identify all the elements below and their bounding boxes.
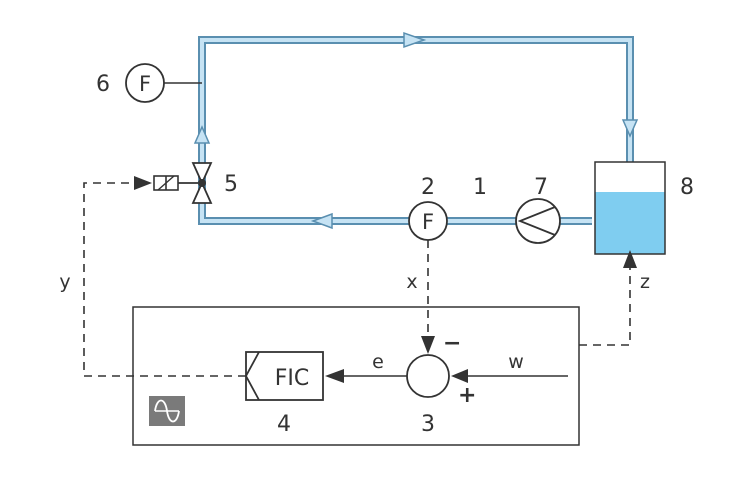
fic-block: FIC [244, 351, 324, 401]
label-4: 4 [277, 412, 291, 437]
z-arrowhead [623, 250, 637, 268]
flow-arrow-top [403, 31, 427, 49]
plus-sign: + [458, 383, 476, 408]
sine-wave-controller-icon [149, 396, 185, 426]
label-7: 7 [534, 175, 548, 200]
label-1: 1 [473, 175, 487, 200]
label-2: 2 [421, 175, 435, 200]
signal-lines [83, 182, 631, 377]
flow-arrow-right-down [621, 119, 639, 138]
flow-indicator-6: F [125, 63, 202, 103]
label-3: 3 [421, 412, 435, 437]
signal-arrowheads [134, 176, 637, 383]
label-6: 6 [96, 72, 110, 97]
e-arrowhead [325, 369, 344, 383]
summing-junction-icon [406, 354, 450, 398]
label-8: 8 [680, 175, 694, 200]
y-line [83, 182, 246, 377]
control-valve-icon [178, 162, 213, 204]
label-x: x [406, 271, 417, 293]
pipe-outline [198, 36, 634, 225]
label-e: e [372, 351, 384, 373]
minus-sign: − [443, 331, 461, 356]
z-line [579, 268, 631, 346]
flow-indicator-6-letter: F [139, 72, 151, 96]
pump-icon [515, 198, 561, 244]
flow-arrow-bottom-left [310, 212, 333, 230]
x-arrowhead [421, 336, 435, 354]
label-5: 5 [224, 172, 238, 197]
flow-sensor-2-letter: F [422, 210, 434, 234]
label-z: z [640, 271, 650, 293]
tank-icon [594, 161, 666, 255]
pipe-fill [200, 38, 632, 223]
y-arrowhead [134, 176, 152, 190]
w-arrowhead [451, 369, 468, 383]
tank-liquid [595, 192, 665, 254]
fic-label: FIC [275, 366, 310, 391]
label-w: w [508, 351, 524, 373]
pipe-network [198, 36, 634, 225]
valve-actuator-icon [153, 175, 179, 191]
flow-arrow-left-up [193, 125, 211, 144]
flow-sensor-2: F [408, 201, 448, 241]
label-y: y [59, 271, 70, 293]
flow-arrows [193, 31, 639, 230]
